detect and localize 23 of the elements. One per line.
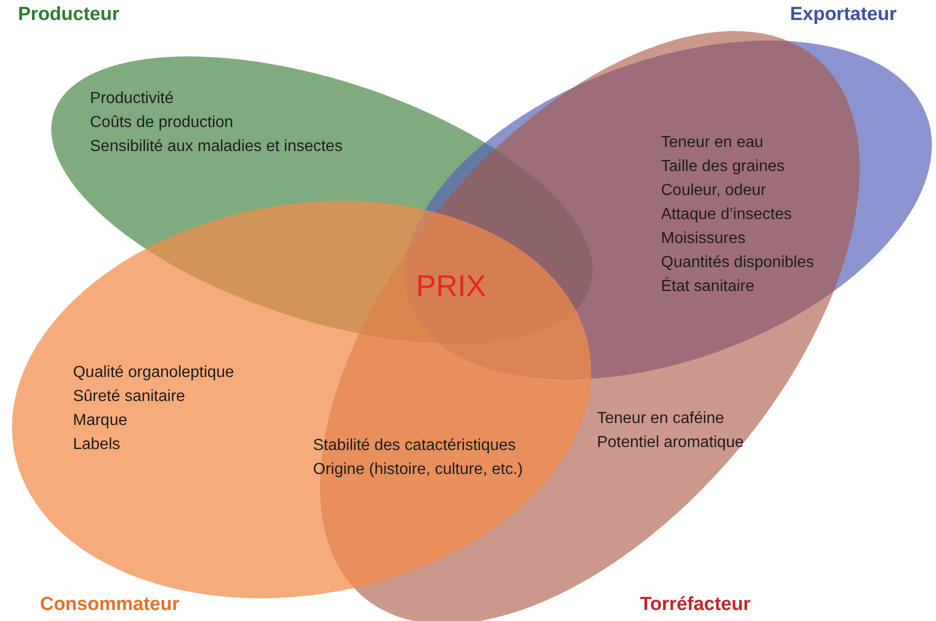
criterion-text: Couleur, odeur — [661, 181, 766, 201]
criterion-text: Teneur en eau — [661, 133, 764, 153]
criterion-text: Potentiel aromatique — [596, 432, 744, 453]
set-title: Exportateur — [790, 4, 897, 26]
criterion-text: Attaque d’insectes — [661, 205, 792, 225]
criterion-text: Productivité — [90, 89, 174, 109]
criterion-text: Taille des graines — [661, 157, 785, 177]
criterion-text: Teneur en caféine — [596, 408, 724, 429]
criterion-text: Sensibilité aux maladies et insectes — [90, 137, 343, 157]
center-label: PRIX — [416, 270, 486, 304]
set-title: Producteur — [18, 4, 120, 26]
criterion-text: Marque — [72, 410, 128, 431]
criterion-text: Quantités disponibles — [661, 253, 814, 273]
criterion-text: Coûts de production — [90, 113, 234, 133]
set-title: Torréfacteur — [640, 594, 750, 616]
criterion-text: Labels — [72, 434, 120, 455]
criterion-text: Qualité organoleptique — [72, 362, 234, 383]
criterion-text: Sûreté sanitaire — [72, 386, 186, 407]
set-title: Consommateur — [40, 594, 180, 616]
criterion-text: Stabilité des catactéristiques — [313, 436, 516, 456]
criterion-text: Moisissures — [661, 229, 746, 249]
criterion-text: Origine (histoire, culture, etc.) — [313, 460, 523, 480]
criterion-text: État sanitaire — [661, 277, 754, 297]
